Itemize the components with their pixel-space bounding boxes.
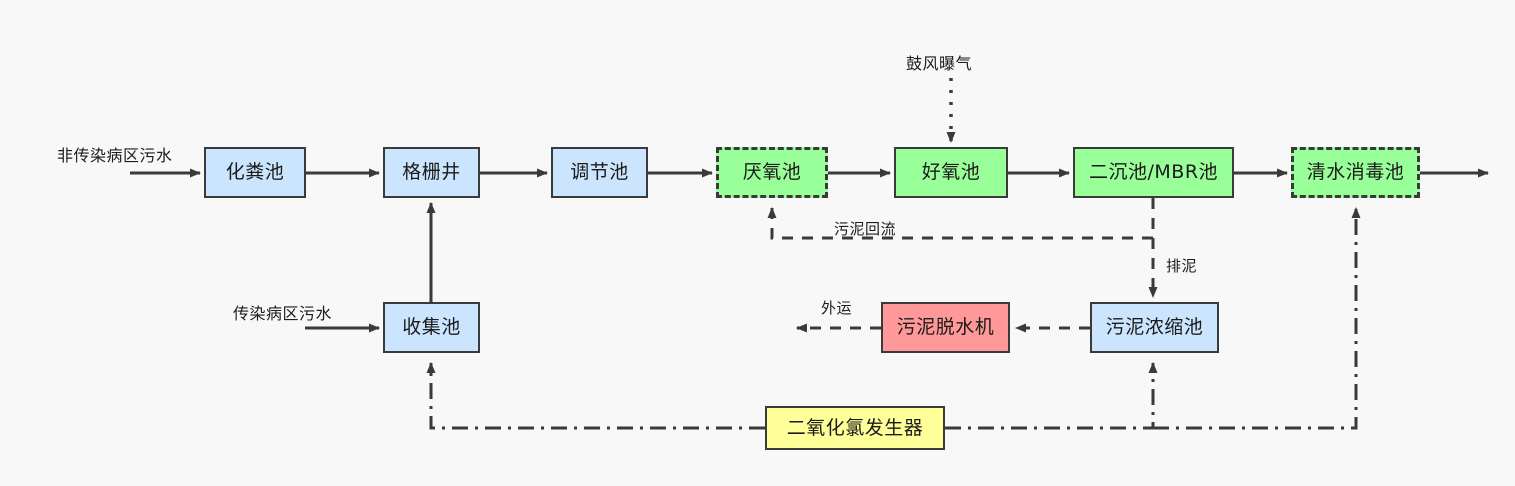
node-label: 厌氧池 — [742, 161, 802, 183]
inlet-label-infectious: 传染病区污水 — [233, 300, 332, 324]
node-label: 清水消毒池 — [1306, 161, 1405, 183]
node-label: 污泥浓缩池 — [1105, 316, 1204, 338]
edge-label-transport-out: 外运 — [821, 297, 852, 318]
node-wuni-tuoshuiji[interactable]: 污泥脱水机 — [881, 302, 1010, 353]
node-label: 二氧化氯发生器 — [786, 416, 924, 439]
node-label: 调节池 — [570, 161, 629, 183]
node-clo2-generator[interactable]: 二氧化氯发生器 — [765, 406, 945, 450]
node-yanyangchi[interactable]: 厌氧池 — [716, 147, 828, 198]
node-label: 化粪池 — [225, 161, 285, 183]
node-wuni-nongsuochi[interactable]: 污泥浓缩池 — [1090, 302, 1219, 353]
edge-label-sludge-return: 污泥回流 — [834, 218, 896, 239]
node-haoyangchi[interactable]: 好氧池 — [894, 147, 1008, 198]
node-label: 二沉池/MBR池 — [1088, 161, 1219, 183]
aeration-label: 鼓风曝气 — [906, 50, 972, 74]
inlet-noninfectious-text: 非传染病区污水 — [57, 146, 173, 165]
transport-out-text: 外运 — [821, 299, 853, 317]
node-erchenchi-mbr[interactable]: 二沉池/MBR池 — [1073, 147, 1234, 198]
sludge-discharge-text: 排泥 — [1166, 257, 1198, 275]
inlet-infectious-text: 传染病区污水 — [233, 304, 333, 323]
node-tiaojiechi[interactable]: 调节池 — [551, 147, 648, 198]
edge-clo2-to-nongsuochi — [945, 362, 1158, 430]
node-label: 污泥脱水机 — [896, 316, 995, 338]
edge-erchenchi-to-yanyangchi — [767, 198, 1155, 240]
aeration-text: 鼓风曝气 — [906, 54, 973, 73]
node-huafenchi[interactable]: 化粪池 — [204, 147, 306, 198]
node-label: 收集池 — [402, 316, 461, 338]
node-label: 好氧池 — [921, 161, 981, 183]
node-gashanjing[interactable]: 格栅井 — [383, 147, 480, 198]
inlet-label-noninfectious: 非传染病区污水 — [57, 142, 173, 166]
node-qingshui-xiaodu[interactable]: 清水消毒池 — [1291, 147, 1420, 198]
edge-clo2-to-shoujichi — [426, 362, 765, 430]
sludge-return-text: 污泥回流 — [834, 220, 897, 238]
edge-label-sludge-discharge: 排泥 — [1166, 255, 1197, 276]
node-shoujichi[interactable]: 收集池 — [383, 302, 480, 353]
node-label: 格栅井 — [402, 161, 461, 183]
